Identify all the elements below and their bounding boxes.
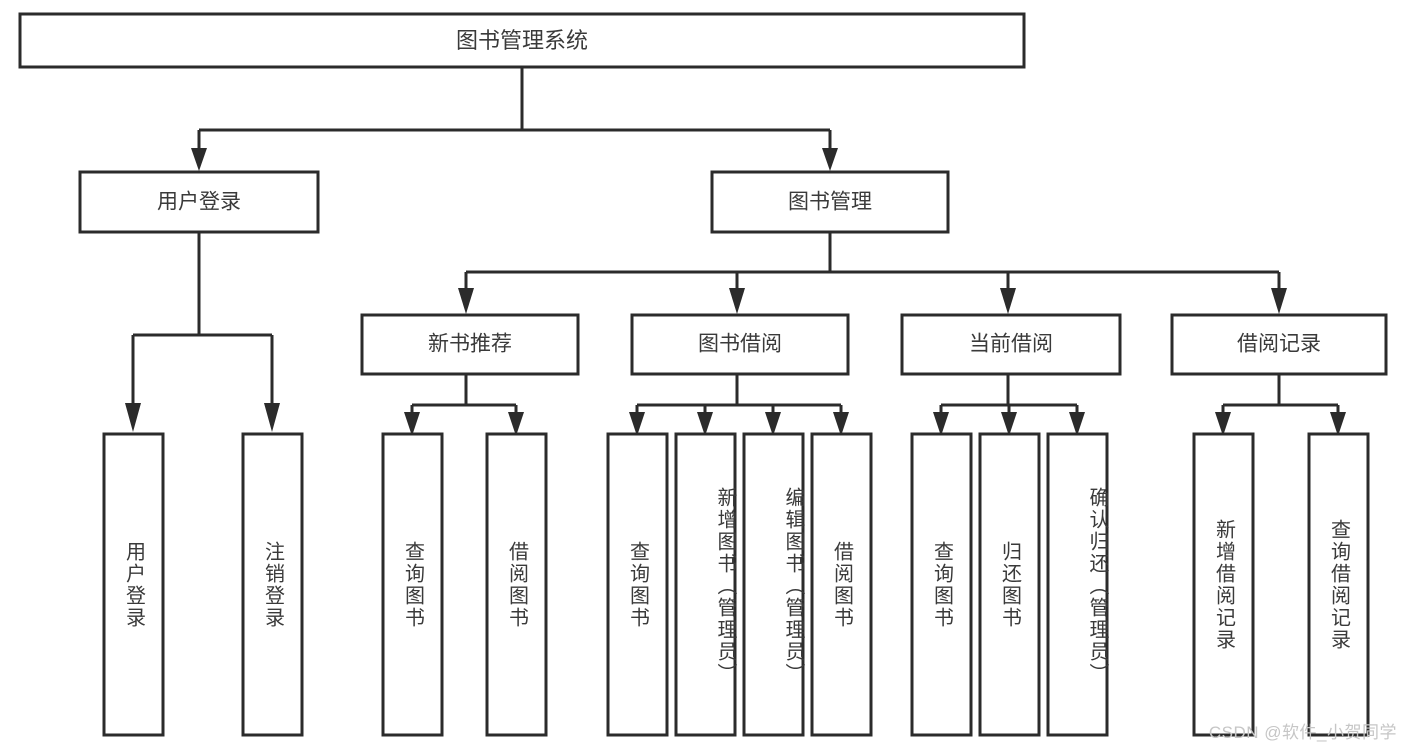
- arrow-to-borrow-record: [1271, 288, 1287, 314]
- arrow-to-current-borrow: [1000, 288, 1016, 314]
- node-leaf-book-borrow-add[interactable]: [674, 432, 737, 737]
- node-leaf-current-borrow-return[interactable]: [978, 432, 1041, 737]
- arrow-current-borrow-leaf-2: [1001, 412, 1017, 436]
- node-layer: 图书管理系统 用户登录 图书管理 新书推荐 图书借阅 当前借阅 借阅记录: [18, 12, 1388, 737]
- node-book-management-label: 图书管理: [788, 191, 872, 214]
- arrow-current-borrow-leaf-3: [1069, 412, 1085, 436]
- arrow-book-borrow-leaf-3: [765, 412, 781, 436]
- node-leaf-new-book-borrow[interactable]: [485, 432, 548, 737]
- node-leaf-new-book-query[interactable]: [381, 432, 444, 737]
- node-root-label: 图书管理系统: [456, 28, 588, 53]
- node-leaf-current-borrow-query[interactable]: [910, 432, 973, 737]
- node-borrow-record-label: 借阅记录: [1237, 333, 1321, 356]
- node-current-borrow-label: 当前借阅: [969, 333, 1053, 356]
- node-borrow-record[interactable]: [1170, 313, 1388, 376]
- node-leaf-borrow-record-add[interactable]: [1192, 432, 1255, 737]
- node-current-borrow[interactable]: [900, 313, 1122, 376]
- node-new-book-recommend-label: 新书推荐: [428, 333, 512, 356]
- arrow-borrow-record-leaf-2: [1330, 412, 1346, 436]
- arrow-new-book-leaf-2: [508, 412, 524, 436]
- arrow-book-borrow-leaf-4: [833, 412, 849, 436]
- arrow-to-new-book-recommend: [458, 288, 474, 314]
- node-user-login-label: 用户登录: [157, 191, 241, 214]
- node-book-borrow[interactable]: [630, 313, 850, 376]
- arrow-current-borrow-leaf-1: [933, 412, 949, 436]
- arrow-user-login-leaf-1: [125, 403, 141, 432]
- node-leaf-user-login-logout[interactable]: [241, 432, 304, 737]
- arrow-root-to-book-mgmt: [822, 148, 838, 171]
- arrow-borrow-record-leaf-1: [1215, 412, 1231, 436]
- arrow-book-borrow-leaf-1: [629, 412, 645, 436]
- node-user-login[interactable]: [78, 170, 320, 234]
- node-root-book-management-system[interactable]: [18, 12, 1026, 69]
- arrow-user-login-leaf-2: [264, 403, 280, 432]
- node-leaf-book-borrow-borrow[interactable]: [810, 432, 873, 737]
- node-leaf-book-borrow-edit[interactable]: [742, 432, 805, 737]
- node-leaf-user-login-login[interactable]: [102, 432, 165, 737]
- arrow-new-book-leaf-1: [404, 412, 420, 436]
- node-book-management[interactable]: [710, 170, 950, 234]
- node-leaf-borrow-record-query[interactable]: [1307, 432, 1370, 737]
- node-new-book-recommend[interactable]: [360, 313, 580, 376]
- arrow-root-to-user-login: [191, 148, 207, 171]
- node-book-borrow-label: 图书借阅: [698, 333, 782, 356]
- node-leaf-current-borrow-confirm[interactable]: [1046, 432, 1109, 737]
- csdn-watermark: CSDN @软件_小贺同学: [1208, 723, 1397, 742]
- arrow-to-book-borrow: [729, 288, 745, 314]
- node-leaf-book-borrow-query[interactable]: [606, 432, 669, 737]
- connector-layer: [125, 67, 1346, 436]
- arrow-book-borrow-leaf-2: [697, 412, 713, 436]
